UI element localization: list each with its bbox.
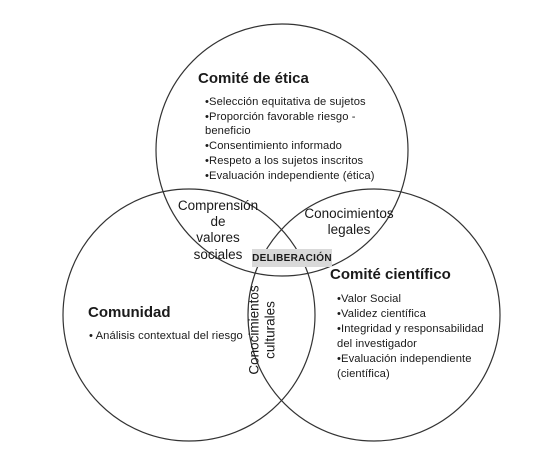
deliberacion-badge: DELIBERACIÓN	[252, 249, 332, 267]
comprension-label: Comprensión de valores sociales	[172, 198, 264, 263]
culturales-line: culturales	[262, 301, 277, 359]
culturales-label: Conocimientos culturales	[246, 285, 277, 375]
comunidad-circle	[62, 188, 316, 442]
cientifico-item: del investigador	[337, 338, 417, 350]
cientifico-item: •Integridad y responsabilidad	[337, 323, 484, 335]
etica-item: •Evaluación independiente (ética)	[205, 170, 375, 182]
cientifico-item: (científica)	[337, 368, 390, 380]
comprension-line: valores	[196, 230, 240, 246]
legales-label: Conocimientos legales	[296, 206, 402, 238]
comunidad-title: Comunidad	[88, 304, 171, 321]
comunidad-item: • Análisis contextual del riesgo	[89, 330, 243, 342]
comprension-line: Comprensión de	[177, 198, 259, 230]
cientifico-circle	[247, 188, 501, 442]
cientifico-item: •Evaluación independiente	[337, 353, 472, 365]
cientifico-title: Comité científico	[330, 266, 451, 283]
etica-item: •Proporción favorable riesgo -	[205, 111, 356, 123]
cientifico-item: •Valor Social	[337, 293, 402, 305]
legales-line: legales	[327, 222, 371, 238]
etica-item: •Consentimiento informado	[205, 140, 343, 152]
cientifico-item: •Validez científica	[337, 308, 426, 320]
comprension-line: sociales	[193, 246, 243, 262]
culturales-line: Conocimientos	[246, 285, 262, 375]
etica-item: •Selección equitativa de sujetos	[205, 96, 366, 108]
legales-line: Conocimientos	[304, 206, 394, 221]
etica-item: •Respeto a los sujetos inscritos	[205, 155, 364, 167]
etica-circle	[155, 23, 409, 277]
etica-item: beneficio	[205, 125, 251, 137]
etica-title: Comité de ética	[198, 70, 309, 87]
